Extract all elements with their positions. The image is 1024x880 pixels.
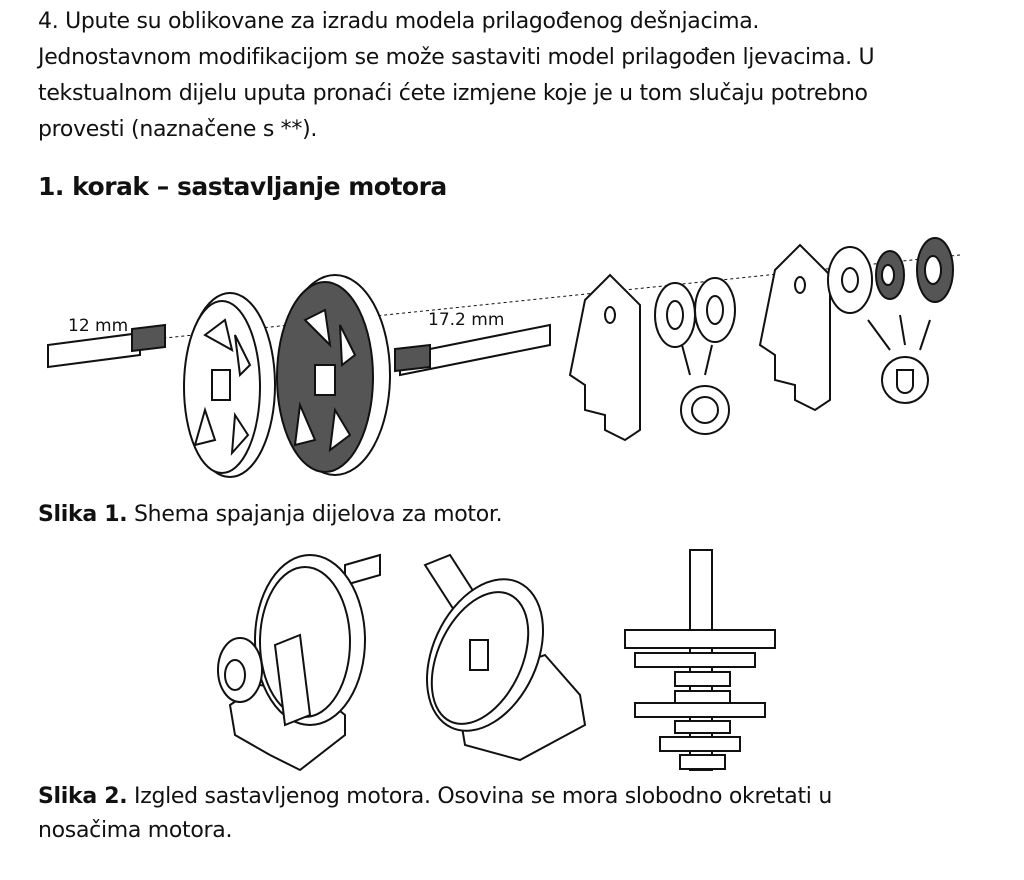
section-heading: 1. korak – sastavljanje motora [38,172,447,201]
long-shaft [394,323,551,377]
intro-line: provesti (naznačene s **). [38,117,318,142]
shaft-short-length: 12 mm [68,316,128,336]
assembled-view-middle [423,553,587,762]
caption-label: Slika 1. [38,502,128,527]
intro-line: 4. Upute su oblikovane za izradu modela … [38,9,760,34]
figure2-assembled-motor [217,549,776,772]
white-wheel [183,292,276,478]
assembled-view-side [624,549,776,771]
intro-line: Jednostavnom modifikacijom se može sasta… [38,45,875,70]
caption-text: nosačima motora. [38,818,233,843]
dark-wheel [276,274,391,476]
assembled-view-left [217,553,381,772]
figure1-caption: Slika 1. Shema spajanja dijelova za moto… [38,498,503,532]
intro-line: tekstualnom dijelu uputa pronaći ćete iz… [38,81,868,106]
intro-paragraph: 4. Upute su oblikovane za izradu modela … [38,4,1018,148]
caption-text: Izgled sastavljenog motora. Osovina se m… [127,784,832,809]
figure2-caption: Slika 2. Izgled sastavljenog motora. Oso… [38,780,832,848]
motor-bracket [568,273,641,442]
caption-text: Shema spajanja dijelova za motor. [127,502,503,527]
short-shaft [47,323,166,369]
motor-bracket [758,243,831,412]
caption-label: Slika 2. [38,784,128,809]
figure1-exploded-diagram: 12 mm 17.2 mm [47,237,961,478]
shaft-long-length: 17.2 mm [428,310,504,330]
